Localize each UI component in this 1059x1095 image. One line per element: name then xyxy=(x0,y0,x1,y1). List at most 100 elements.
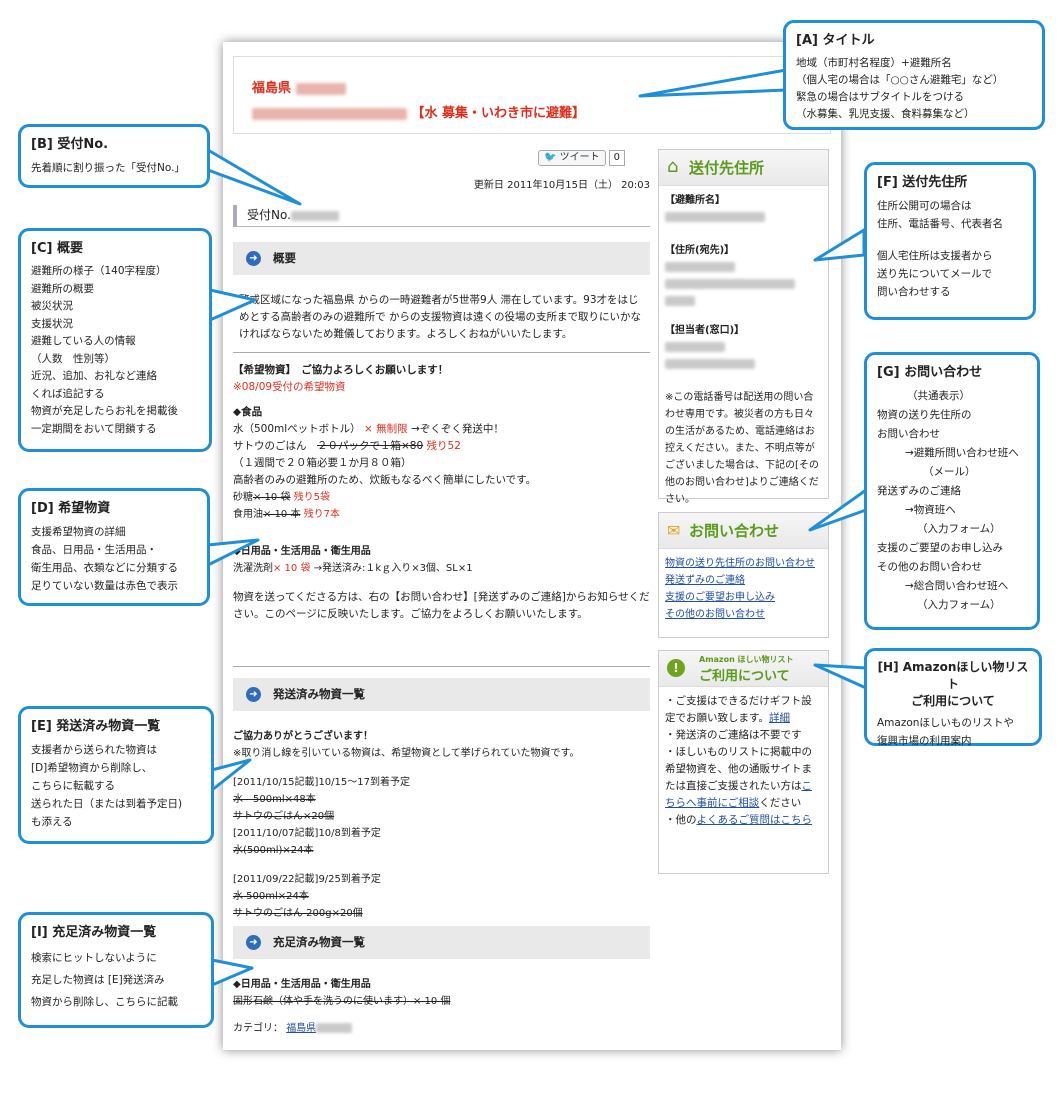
sent-section: ご協力ありがとうございます！ ※取り消し線を引いている物資は、希望物資として挙げ… xyxy=(233,728,650,922)
rice-item: サトウのごはん ２０パックで１箱×80 残り52 xyxy=(233,440,461,452)
inquiry-link-other[interactable]: その他のお問い合わせ xyxy=(665,609,765,620)
tweet-button[interactable]: 🐦 ツイート xyxy=(538,150,606,166)
water-item: 水（500mlペットボトル） × 無制限 →ぞくぞく発送中！ xyxy=(233,423,504,435)
redacted-category xyxy=(316,1023,353,1033)
sent-thanks: ご協力ありがとうございます！ xyxy=(233,731,373,742)
inquiry-link-address[interactable]: 物資の送り先住所のお問い合わせ xyxy=(665,558,815,569)
house-icon: ⌂ xyxy=(667,156,679,177)
divider xyxy=(233,666,650,667)
rice-note: （１週間で２０箱必要１か月８０箱） xyxy=(233,457,412,469)
sent1-a: 水 500ml×48本 xyxy=(233,794,316,805)
tweet-count: 0 xyxy=(608,150,626,166)
address-label: 【住所(宛先)】 xyxy=(665,245,735,256)
sent-note: ※取り消し線を引いている物資は、希望物資として挙げられていた物資です。 xyxy=(233,748,580,759)
send-note: 物資を送ってくださる方は、右の【お問い合わせ】[発送ずみのご連絡]からお知らせく… xyxy=(233,591,650,620)
amazon-item-2: ・発送済のご連絡は不要です xyxy=(665,729,802,741)
callout-I-body: 検索にヒットしないように充足した物資は [E]発送済み物資から削除し、こちらに記… xyxy=(31,952,178,1008)
callout-H: [H] Amazonほしい物リスト ご利用について Amazonほしいものリスト… xyxy=(864,648,1042,747)
envelope-icon: ✉ xyxy=(667,521,681,540)
amazon-item-4: ・他のよくあるご質問はこちら xyxy=(665,814,813,826)
callout-C: [C] 概要 避難所の様子（140字程度）避難所の概要被災状況支援状況避難してい… xyxy=(18,228,212,452)
sugar-item: 砂糖× 10 袋 残り5袋 xyxy=(233,492,331,503)
title-box: 福島県 【水 募集・いわき市に避難】 xyxy=(233,56,831,134)
elder-note: 高齢者のみの避難所のため、炊飯もなるべく簡単にしたいです。 xyxy=(233,474,537,486)
sent2-a: 水(500ml)×24本 xyxy=(233,845,314,856)
address-panel-body: 【避難所名】 【住所(宛先)】 【担当者(窓口)】 ※この電話番号は配送用の問い… xyxy=(659,186,828,514)
shelter-label: 【避難所名】 xyxy=(665,195,725,206)
amazon-panel-header: ! Amazon ほしい物リスト ご利用について xyxy=(659,651,828,687)
twitter-bird-icon: 🐦 xyxy=(544,152,557,163)
callout-H-body: Amazonほしいものリストや復興市場の利用案内 xyxy=(877,717,1014,747)
arrow-right-icon: ➜ xyxy=(246,251,261,266)
amazon-item-3: ・ほしいものリストに掲載中の希望物資を、他の通販サイトまたは直接ご支援されたい方… xyxy=(665,746,812,809)
redacted-shelter xyxy=(252,107,407,120)
filled-daily: ◆日用品・生活用品・衛生用品 xyxy=(233,979,371,990)
callout-A-body: 地域（市町村名程度）+避難所名（個人宅の場合は「○○さん避難宅」など）緊急の場合… xyxy=(796,57,1004,120)
amazon-item-1: ・ご支援はできるだけギフト設定でお願い致します。詳細 xyxy=(665,695,812,724)
amazon-faq-link[interactable]: よくあるご質問はこちら xyxy=(696,814,813,826)
wanted-date: ※08/09受付の希望物資 xyxy=(233,381,346,393)
redacted-contact xyxy=(665,339,822,373)
sent3-b: サトウのごはん 200g×20個 xyxy=(233,908,363,919)
title-line2: 【水 募集・いわき市に避難】 xyxy=(252,102,585,121)
callout-E: [E] 発送済み物資一覧 支援者から送られた物資は[D]希望物資から削除し、こち… xyxy=(18,706,214,844)
food-heading: ◆食品 xyxy=(233,406,263,418)
updated-date: 更新日 2011年10月15日（土） 20:03 xyxy=(473,180,650,191)
overview-text: 警戒区域になった福島県 からの一時避難者が5世帯9人 滞在しています。93才をは… xyxy=(239,294,642,340)
sent2-head: [2011/10/07記載]10/8到着予定 xyxy=(233,828,381,839)
callout-C-body: 避難所の様子（140字程度）避難所の概要被災状況支援状況避難している人の情報（人… xyxy=(31,265,178,435)
callout-F: [F] 送付先住所 住所公開可の場合は住所、電話番号、代表者名個人宅住所は支援者… xyxy=(864,162,1036,320)
arrow-right-icon: ➜ xyxy=(246,687,261,702)
callout-G: [G] お問い合わせ （共通表示） 物資の送り先住所のお問い合わせ →避難所問い… xyxy=(864,352,1040,630)
amazon-panel: ! Amazon ほしい物リスト ご利用について ・ご支援はできるだけギフト設定… xyxy=(658,650,829,874)
callout-G-body: （共通表示） 物資の送り先住所のお問い合わせ →避難所問い合わせ班へ（メール） … xyxy=(877,390,1019,611)
record-number: 受付No. xyxy=(233,205,650,227)
callout-I: [I] 充足済み物資一覧 検索にヒットしないように充足した物資は [E]発送済み… xyxy=(18,912,214,1028)
title-line1: 福島県 xyxy=(252,77,346,96)
filled-heading: ➜充足済み物資一覧 xyxy=(233,926,650,959)
callout-E-body: 支援者から送られた物資は[D]希望物資から削除し、こちらに転載する送られた日（ま… xyxy=(31,744,183,828)
tweet-widget: 🐦 ツイート 0 xyxy=(538,150,626,166)
oil-item: 食用油× 10 本 残り7本 xyxy=(233,509,341,520)
daily-heading: ◆日用品・生活用品・衛生用品 xyxy=(233,546,371,557)
inquiry-link-sent[interactable]: 発送ずみのご連絡 xyxy=(665,575,745,586)
shelter-page: 福島県 【水 募集・いわき市に避難】 🐦 ツイート 0 更新日 2011年10月… xyxy=(223,42,841,1050)
address-panel-header: ⌂ 送付先住所 xyxy=(659,150,828,186)
callout-F-body: 住所公開可の場合は住所、電話番号、代表者名個人宅住所は支援者から送り先についてメ… xyxy=(877,200,1003,298)
sent1-b: サトウのごはん×20個 xyxy=(233,811,335,822)
amazon-consult-link[interactable]: こちらへ事前にご相談 xyxy=(665,780,812,809)
arrow-right-icon: ➜ xyxy=(246,935,261,950)
address-panel: ⌂ 送付先住所 【避難所名】 【住所(宛先)】 【担当者(窓口)】 ※この電話番… xyxy=(658,149,829,505)
overview-heading: ➜概要 xyxy=(233,242,650,275)
redacted-town xyxy=(295,82,346,95)
filled-section: ◆日用品・生活用品・衛生用品 固形石鹸（体や手を洗うのに使います）× 10 個 … xyxy=(233,976,650,1037)
redacted-address xyxy=(665,259,822,310)
category: カテゴリ： 福島県 xyxy=(233,1020,650,1037)
callout-D: [D] 希望物資 支援希望物資の詳細食品、日用品・生活用品・衛生用品、衣類などに… xyxy=(18,488,210,606)
sent1-head: [2011/10/15記載]10/15～17到着予定 xyxy=(233,777,410,788)
detergent-item: 洗濯洗剤× 10 袋 →発送済み:１kｇ入り×3個、SL×1 xyxy=(233,563,473,574)
sent3-a: 水 500ml×24本 xyxy=(233,891,309,902)
exclamation-icon: ! xyxy=(667,659,685,677)
redacted-shelter-name xyxy=(665,209,822,226)
callout-D-body: 支援希望物資の詳細食品、日用品・生活用品・衛生用品、衣類などに分類する足りていな… xyxy=(31,526,178,592)
inquiry-panel-header: ✉ お問い合わせ xyxy=(659,513,828,549)
amazon-detail-link[interactable]: 詳細 xyxy=(768,712,790,724)
inquiry-links: 物資の送り先住所のお問い合わせ 発送ずみのご連絡 支援のご要望お申し込み その他… xyxy=(659,549,828,629)
contact-label: 【担当者(窓口)】 xyxy=(665,325,745,336)
category-link[interactable]: 福島県 xyxy=(286,1023,317,1034)
phone-note: ※この電話番号は配送用の問い合わせ専用です。被災者の方も日々の生活があるため、電… xyxy=(665,392,819,505)
amazon-panel-body: ・ご支援はできるだけギフト設定でお願い致します。詳細 ・発送済のご連絡は不要です… xyxy=(659,687,828,835)
wanted-heading: 【希望物資】 ご協力よろしくお願いします！ xyxy=(233,364,449,376)
sent3-head: [2011/09/22記載]9/25到着予定 xyxy=(233,874,381,885)
redacted-number xyxy=(290,210,339,221)
inquiry-panel: ✉ お問い合わせ 物資の送り先住所のお問い合わせ 発送ずみのご連絡 支援のご要望… xyxy=(658,512,829,638)
divider xyxy=(233,352,650,353)
main-column: 🐦 ツイート 0 更新日 2011年10月15日（土） 20:03 受付No. … xyxy=(233,150,650,1040)
inquiry-link-request[interactable]: 支援のご要望お申し込み xyxy=(665,592,775,603)
filled-item: 固形石鹸（体や手を洗うのに使います）× 10 個 xyxy=(233,996,451,1007)
callout-A: [A] タイトル 地域（市町村名程度）+避難所名（個人宅の場合は「○○さん避難宅… xyxy=(783,20,1045,130)
wanted-section: 【希望物資】 ご協力よろしくお願いします！ ※08/09受付の希望物資 ◆食品 … xyxy=(233,362,650,623)
sent-heading: ➜発送済み物資一覧 xyxy=(233,678,650,711)
callout-B: [B] 受付No. 先着順に割り振った「受付No.」 xyxy=(18,124,210,188)
